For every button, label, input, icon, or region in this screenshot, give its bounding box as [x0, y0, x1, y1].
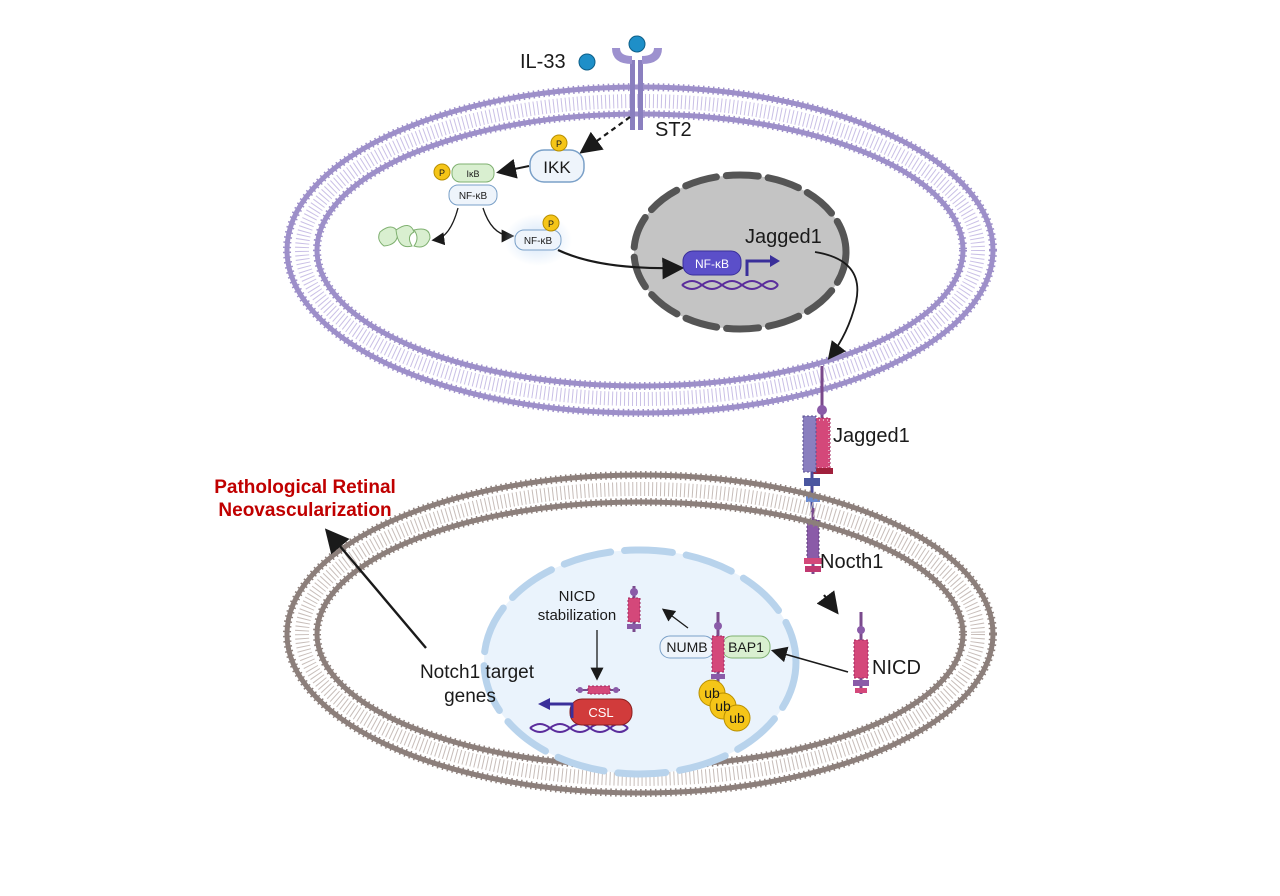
bap1-to-nicd-arrow: [661, 608, 689, 629]
il33-label: IL-33: [520, 51, 566, 73]
numb-label: NUMB: [666, 639, 707, 655]
phospho-ikb: [433, 163, 451, 181]
nicd-free: [853, 612, 869, 694]
csl-label: CSL: [588, 705, 613, 720]
st2-receptor: [612, 35, 662, 130]
jagged1-protein-label: Jagged1: [833, 425, 910, 447]
nicd-stabilization-label-2: stabilization: [538, 607, 616, 624]
nfkb-active-label: NF-κB: [695, 257, 729, 271]
degraded-ikb-fragments: [378, 225, 431, 248]
ikb-label: IκB: [466, 169, 479, 179]
csl-box: [569, 698, 633, 726]
nicd-stabilization-label-1: NICD: [559, 588, 596, 605]
free-nfkb: [504, 214, 572, 266]
nfkb-active-box: [682, 250, 742, 276]
target-genes-label-2: genes: [444, 686, 496, 707]
st2-to-ikk-arrow: [579, 116, 631, 154]
complex-nfkb-label: NF-κB: [459, 191, 488, 202]
free-nfkb-label: NF-κB: [524, 236, 553, 247]
target-genes-label-1: Notch1 target: [420, 662, 535, 683]
ikk-complex: [529, 134, 585, 183]
jagged1-membrane-protein: [811, 366, 833, 474]
outcome-label-1: Pathological Retinal: [214, 477, 396, 498]
ikk-label: IKK: [543, 158, 571, 177]
ikk-to-ikb-arrow: [496, 158, 530, 179]
degradation-arrow: [431, 207, 459, 246]
csl-transcription-arrow: [548, 702, 574, 718]
notch1-label: Nocth1: [820, 551, 883, 573]
bottom-cell-membrane: [283, 471, 997, 797]
dna-top: [681, 280, 779, 290]
ikb-phospho-label: P: [439, 168, 445, 178]
nicd-label: NICD: [872, 657, 921, 679]
ubiquitin-chain: [698, 679, 751, 732]
nicd-stabilized: [627, 586, 641, 632]
free-nfkb-phospho-label: P: [548, 219, 554, 229]
notch1-membrane-protein: [802, 415, 822, 574]
nicd-csl-bound: [576, 685, 620, 695]
ub-label-2: ub: [715, 698, 731, 714]
top-nucleus: [630, 171, 850, 333]
phospho-nfkb: [542, 214, 560, 232]
outcome-label-2: Neovascularization: [218, 500, 391, 521]
ikk-phospho-label: P: [556, 139, 562, 149]
translocation-arrow: [557, 249, 685, 280]
ub-label-1: ub: [704, 685, 720, 701]
numb-bap1-complex: [659, 612, 771, 684]
cleavage-arrow: [816, 590, 839, 615]
phospho-ikk: [550, 134, 568, 152]
nicd-to-bap1-arrow: [770, 646, 849, 673]
ub-label-3: ub: [729, 710, 745, 726]
jagged1-gene-label: Jagged1: [745, 226, 822, 248]
bap1-label: BAP1: [728, 639, 764, 655]
transcription-start-arrow: [745, 259, 772, 276]
outcome-arrow: [324, 528, 427, 649]
st2-label: ST2: [655, 119, 692, 141]
jagged1-export-arrow: [814, 251, 859, 360]
il33-ligand: [578, 53, 596, 71]
ikb-nfkb-complex: [433, 163, 498, 206]
